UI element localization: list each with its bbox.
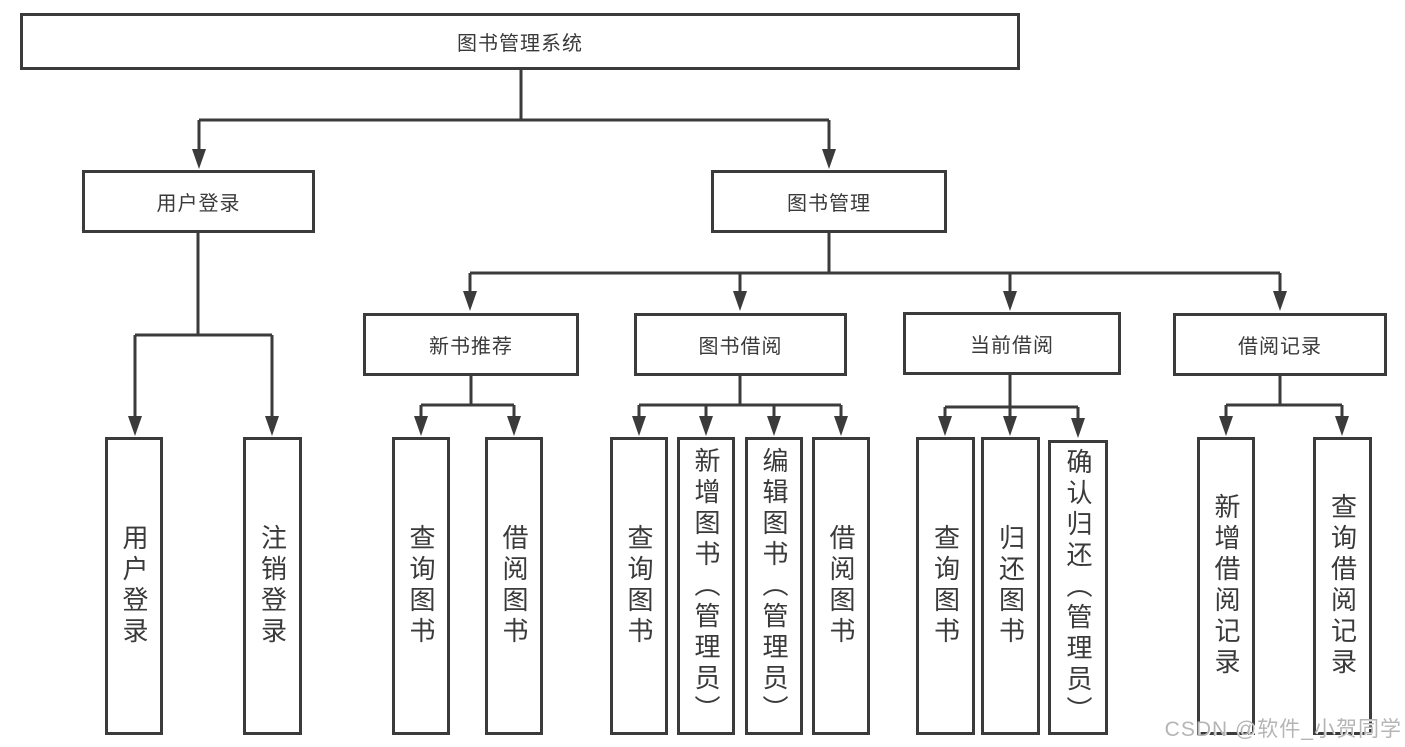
arrowhead [192,149,206,169]
arrowhead [414,416,428,436]
leaf-edit-book-admin-label: 编辑图书（管理员） [759,446,789,726]
leaf-logout-label: 注销登录 [257,524,288,648]
node-book-borrow: 图书借阅 [634,313,847,376]
node-current-borrow: 当前借阅 [903,312,1121,375]
leaf-query-books-3-label: 查询图书 [930,524,961,648]
leaf-query-books-3: 查询图书 [916,437,975,735]
arrowhead [699,416,713,436]
arrowhead [767,416,781,436]
leaf-query-books-1: 查询图书 [392,437,450,735]
edge-root-to-level2 [192,69,836,169]
node-new-book-recommend: 新书推荐 [363,313,579,376]
node-new-book-recommend-label: 新书推荐 [429,336,513,358]
leaf-borrow-books-1-label: 借阅图书 [499,524,529,648]
edge-user-login-children [128,232,279,436]
node-borrow-records-label: 借阅记录 [1238,336,1322,358]
leaf-user-login: 用户登录 [105,437,163,735]
arrowhead [1003,291,1017,311]
arrowhead [128,416,142,436]
arrowhead [265,416,279,436]
leaf-borrow-books-2-label: 借阅图书 [826,524,856,648]
leaf-query-books-2-label: 查询图书 [624,524,654,648]
node-book-management-label: 图书管理 [787,193,871,215]
edge-new-book-recommend-children [414,376,521,436]
leaf-query-borrow-record-label: 查询借阅记录 [1327,493,1358,679]
arrowhead [1273,291,1287,311]
leaf-add-book-admin-label: 新增图书（管理员） [691,446,721,726]
edge-book-management-children [463,233,1287,311]
edge-borrow-records-children [1219,376,1349,436]
arrowhead [1003,416,1017,436]
leaf-query-books-2: 查询图书 [610,437,668,735]
node-book-management: 图书管理 [711,170,947,233]
arrowhead [507,416,521,436]
node-borrow-records: 借阅记录 [1173,313,1387,376]
arrowhead [1219,416,1233,436]
leaf-query-books-1-label: 查询图书 [406,524,436,648]
leaf-edit-book-admin: 编辑图书（管理员） [745,437,803,735]
arrowhead [938,416,952,436]
leaf-add-book-admin: 新增图书（管理员） [677,437,735,735]
leaf-borrow-books-1: 借阅图书 [485,437,543,735]
leaf-borrow-books-2: 借阅图书 [812,437,870,735]
leaf-return-books-label: 归还图书 [995,524,1026,648]
leaf-query-borrow-record: 查询借阅记录 [1313,437,1372,735]
leaf-confirm-return-admin-label: 确认归还（管理员） [1063,448,1093,727]
arrowhead [632,416,646,436]
arrowhead [463,291,477,311]
arrowhead [822,149,836,169]
leaf-add-borrow-record: 新增借阅记录 [1197,437,1255,735]
node-root-label: 图书管理系统 [457,33,583,55]
edge-book-borrow-children [632,376,848,436]
arrowhead [733,291,747,311]
leaf-user-login-label: 用户登录 [119,524,149,648]
edge-current-borrow-children [938,375,1085,438]
leaf-add-borrow-record-label: 新增借阅记录 [1211,493,1241,679]
arrowhead [1335,416,1349,436]
arrowhead [1071,418,1085,438]
leaf-return-books: 归还图书 [981,437,1040,735]
csdn-watermark: CSDN @软件_小贺同学 [1164,718,1402,741]
node-current-borrow-label: 当前借阅 [970,335,1054,357]
node-user-login-label: 用户登录 [156,193,241,215]
node-root: 图书管理系统 [20,13,1020,70]
leaf-confirm-return-admin: 确认归还（管理员） [1048,440,1108,735]
node-book-borrow-label: 图书借阅 [698,336,783,358]
leaf-logout: 注销登录 [243,437,302,735]
node-user-login: 用户登录 [82,170,315,233]
arrowhead [834,416,848,436]
